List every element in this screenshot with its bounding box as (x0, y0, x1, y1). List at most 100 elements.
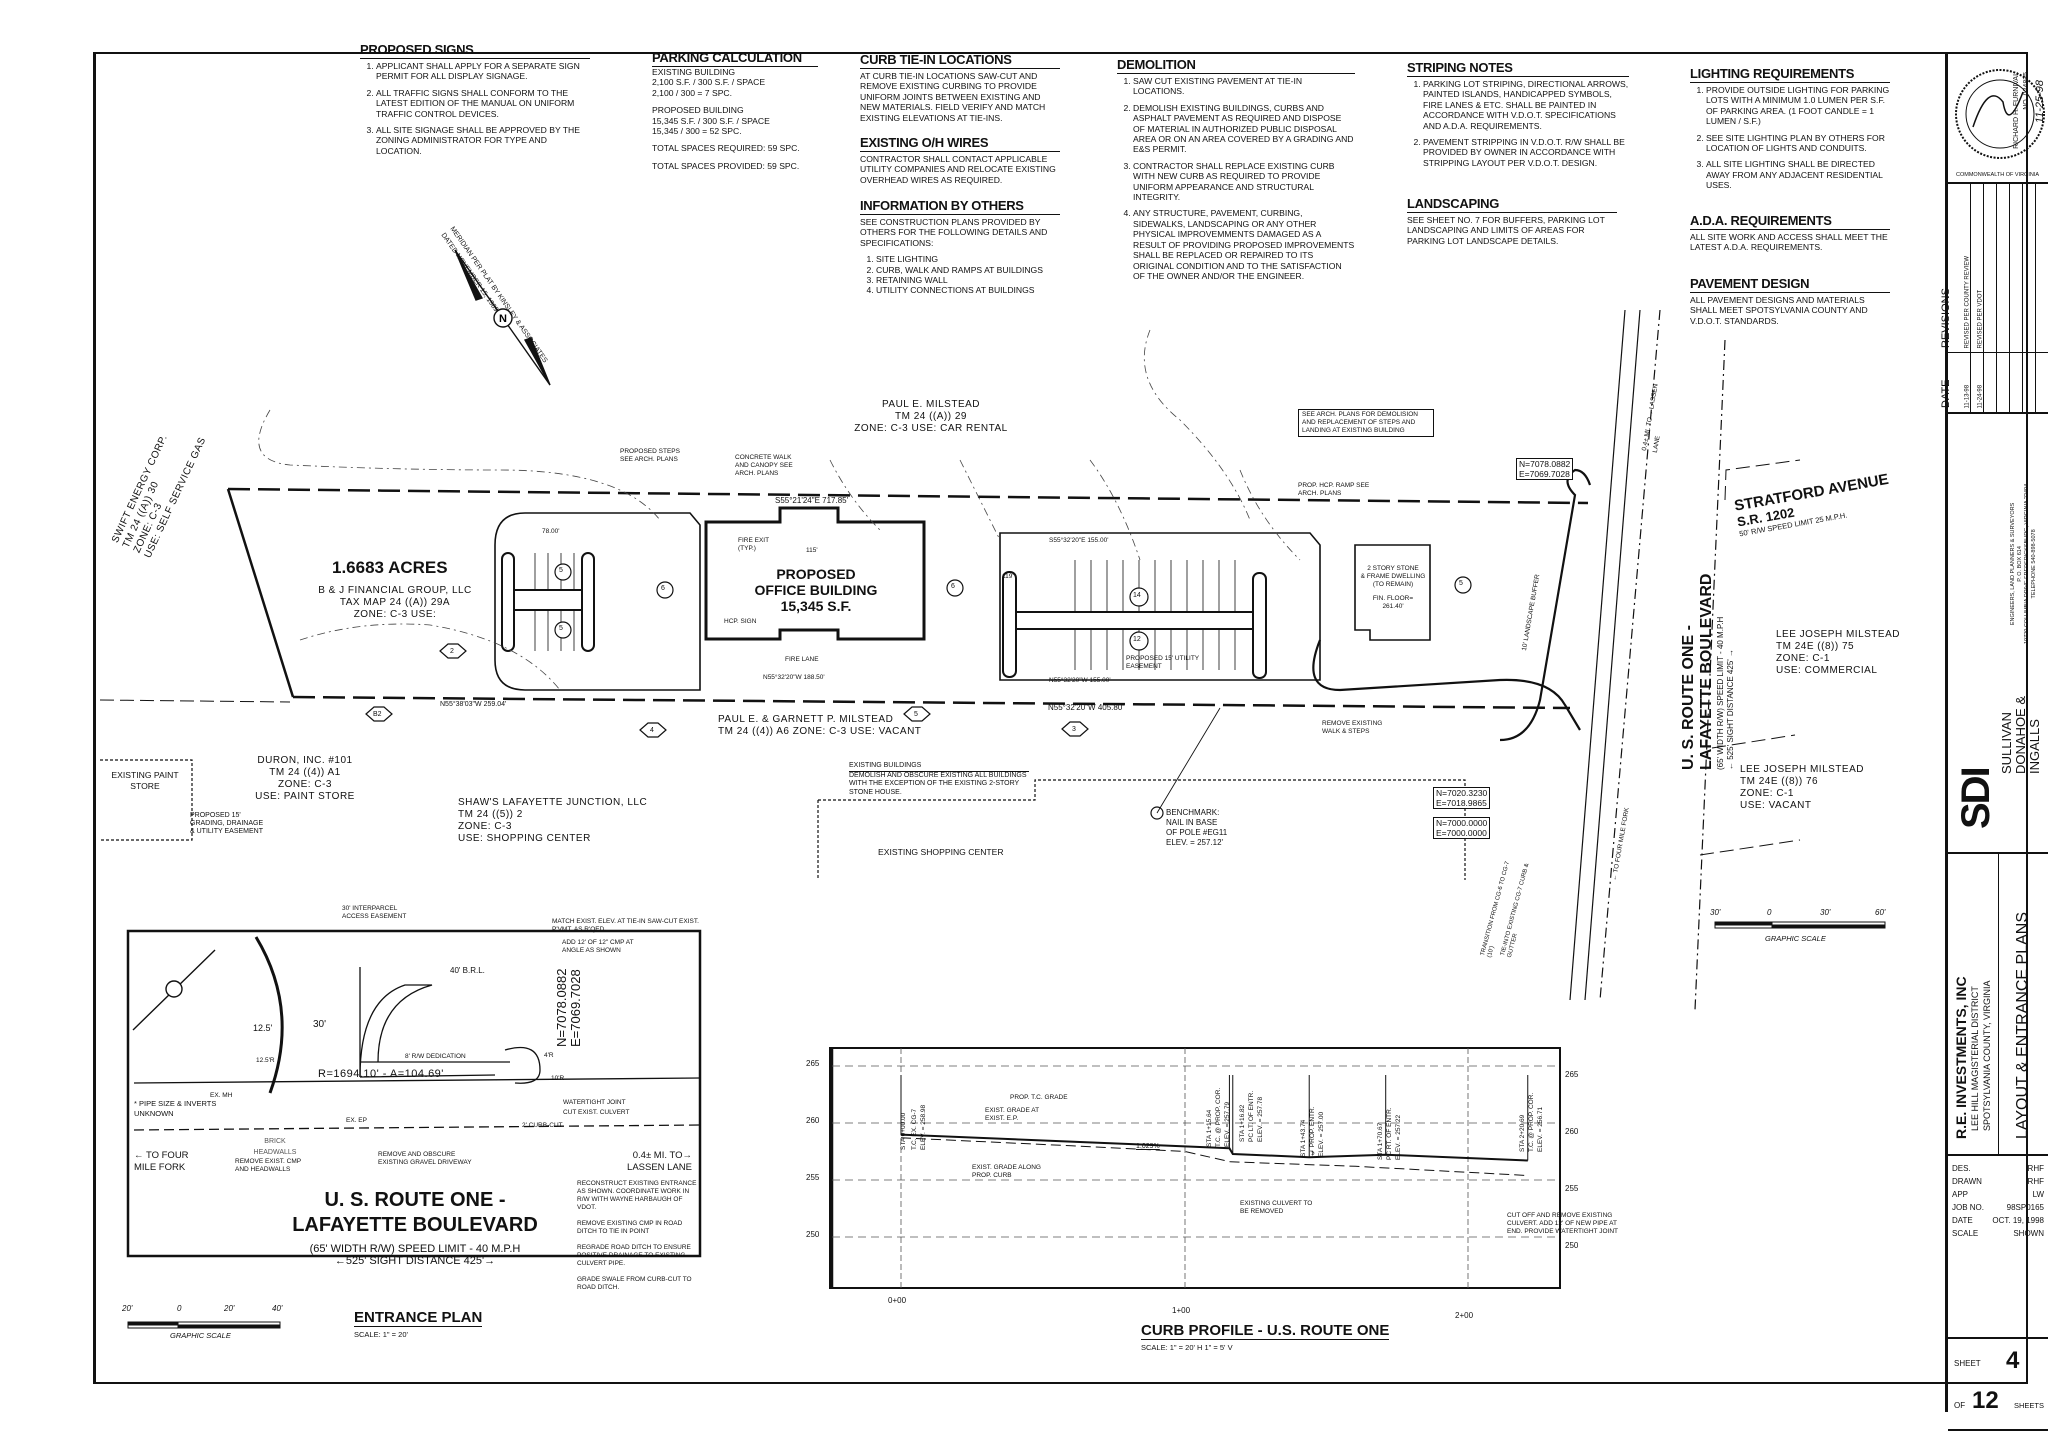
notes-curb-tie-in: CURB TIE-IN LOCATIONS AT CURB TIE-IN LOC… (860, 52, 1060, 123)
notes-proposed-signs: PROPOSED SIGNS APPLICANT SHALL APPLY FOR… (360, 42, 590, 162)
entrance-side-notes: RECONSTRUCT EXISTING ENTRANCE AS SHOWN. … (577, 1180, 697, 1292)
sheet-border (93, 52, 2028, 1384)
revision-row: 11-13-98 REVISED PER COUNTY REVIEW (1965, 184, 1984, 412)
label-line: OFFICE BUILDING (754, 582, 878, 598)
firm-info-line: TELEPHONE 540-898-5078 (2031, 529, 2037, 599)
note-item: RETAINING WALL (876, 275, 1060, 285)
scale-tick: 30' (1710, 908, 1721, 917)
station-label: Sta 1+16.82 (1239, 1072, 1247, 1142)
parcel-line: ZONE: C-3 (458, 821, 512, 832)
parcel-line: USE: COMMERCIAL (1776, 665, 1878, 676)
station-label: PC LT. OF ENTR. (1248, 1072, 1256, 1142)
notes-existing-oh-wires: EXISTING O/H WIRES CONTRACTOR SHALL CONT… (860, 135, 1060, 185)
profile-y-tick: 255 (806, 1173, 820, 1182)
firm-name-line: SULLIVAN (1999, 712, 2014, 774)
remove-gravel-label: REMOVE AND OBSCURE EXISTING GRAVEL DRIVE… (378, 1151, 472, 1166)
firm-block: SDI SULLIVAN DONAHOE & INGALLS ENGINEERS… (1948, 414, 2048, 854)
firm-info-line: ENGINEERS, LAND PLANNERS & SURVEYORS (2010, 502, 2016, 626)
note-line: BENCHMARK: (1166, 808, 1220, 817)
station-label: Sta 2+20.69 (1519, 1082, 1527, 1152)
note-line: & UTILITY EASEMENT (190, 828, 263, 835)
note-item: SAW CUT EXISTING PAVEMENT AT TIE-IN LOCA… (1133, 76, 1355, 97)
parking-proposed-result: 15,345 / 300 = 52 SPC. (652, 126, 742, 137)
parcel-line: B & J FINANCIAL GROUP, LLC (318, 585, 472, 596)
scale-tick: 30' (1820, 908, 1831, 917)
note-item: ALL SITE LIGHTING SHALL BE DIRECTED AWAY… (1706, 159, 1890, 190)
parcel-line: ZONE: C-1 (1776, 653, 1830, 664)
firm-logo: SDI (1954, 768, 1998, 829)
match-exist-label: MATCH EXIST. ELEV. AT TIE-IN SAW-CUT EXI… (552, 918, 699, 933)
station-elev: ELEV. = 257.79 (1224, 1101, 1231, 1147)
revisions-header-col: DATE REVISIONS (1940, 184, 1971, 412)
firm-info-line: 10720 COLUMBIA DRIVE FREDERICKSBURG, VIR… (2024, 483, 2030, 644)
title-block: RICHARD H. FURNIVAL No. 024835 11-25-98 … (1940, 52, 2048, 1431)
existing-dwelling-label: 2 STORY STONE & FRAME DWELLING (TO REMAI… (1358, 565, 1428, 611)
station-elev: ELEV. = 257.22 (1395, 1114, 1402, 1160)
parking-proposed-label: PROPOSED BUILDING (652, 105, 744, 116)
revision-row-empty (2036, 184, 2048, 412)
note-text: AT CURB TIE-IN LOCATIONS SAW-CUT AND REM… (860, 71, 1046, 123)
note-text: ALL PAVEMENT DESIGNS AND MATERIALS SHALL… (1690, 295, 1868, 326)
station-label: ELEV. = 257.79 (1224, 1072, 1232, 1147)
concrete-walk-label: CONCRETE WALK AND CANOPY SEE ARCH. PLANS (735, 454, 793, 477)
station-id: Sta 1+15.64 (1206, 1109, 1213, 1147)
notes-title: PROPOSED SIGNS (360, 42, 590, 59)
entrance-plan-scale: SCALE: 1" = 20' (354, 1330, 408, 1339)
station-label: Sta 1+43.74 (1300, 1087, 1308, 1157)
curb-profile-title: CURB PROFILE - U.S. ROUTE ONE (1141, 1322, 1390, 1340)
parcel-line: LEE JOSEPH MILSTEAD (1740, 764, 1864, 775)
note-item: APPLICANT SHALL APPLY FOR A SEPARATE SIG… (376, 61, 590, 82)
job-info-row: JOB NO.98SP0165 (1952, 1203, 2044, 1212)
station-label: ELEV. = 257.00 (1318, 1087, 1326, 1157)
four-mile-fork-label: ← TO FOUR MILE FORK (134, 1150, 189, 1173)
notes-ada: A.D.A. REQUIREMENTS ALL SITE WORK AND AC… (1690, 213, 1890, 253)
parcel-line: ZONE: C-1 (1740, 788, 1794, 799)
arch-plans-note: SEE ARCH. PLANS FOR DEMOLISION AND REPLA… (1298, 409, 1434, 437)
profile-y-tick-right: 250 (1565, 1241, 1579, 1250)
station-desc: PC LT. OF ENTR. (1248, 1090, 1255, 1142)
parking-count: 6 (951, 583, 955, 590)
remove-walk-label: REMOVE EXISTING WALK & STEPS (1322, 720, 1383, 735)
client-county: SPOTSYLVANIA COUNTY, VIRGINIA (1982, 980, 1992, 1131)
bearing-top: S55°21'24"E 717.85' (775, 496, 849, 505)
profile-annotation: CUT OFF AND REMOVE EXISTING CULVERT. ADD… (1507, 1212, 1618, 1235)
firm-name: SULLIVAN DONAHOE & INGALLS (1999, 696, 2042, 774)
note-text: SEE SHEET NO. 7 FOR BUFFERS, PARKING LOT… (1407, 215, 1605, 246)
notes-pavement: PAVEMENT DESIGN ALL PAVEMENT DESIGNS AND… (1690, 276, 1890, 326)
firm-info-line: P. O. BOX 614 (2017, 546, 2023, 582)
add-cmp-label: ADD 12' OF 12" CMP AT ANGLE AS SHOWN (562, 939, 634, 954)
station-id: Sta 2+20.69 (1519, 1114, 1526, 1152)
seal-number: No. 024835 (2023, 72, 2030, 110)
revisions-columns: DATE REVISIONS 11-13-98 REVISED PER COUN… (1940, 184, 2048, 412)
label-line: 261.40' (1382, 603, 1404, 610)
station-label: PC RT. OF ENTR. (1386, 1090, 1394, 1160)
hcp-sign-label: HCP. SIGN (724, 618, 757, 625)
existing-shopping-center-label: EXISTING SHOPPING CENTER (878, 847, 1004, 857)
parcel-line: ZONE: C-3 USE: CAR RENTAL (854, 423, 1008, 434)
coordinate-box-3: N=7000.0000 E=7000.0000 (1433, 817, 1491, 839)
station-desc: PC RT. OF ENTR. (1386, 1107, 1393, 1160)
revision-row-empty (1997, 184, 2010, 412)
project-block: R.E. INVESTMENTS, INC LEE HILL MAGISTERI… (1948, 854, 2048, 1156)
profile-y-tick: 260 (806, 1116, 820, 1125)
scale-tick: 60' (1875, 908, 1886, 917)
label-line: PROPOSED (776, 566, 856, 582)
sheet-title: LAYOUT & ENTRANCE PLANS (2014, 911, 2031, 1139)
parcel-line: TM 24 ((A)) 29 (894, 411, 967, 422)
note-item: UTILITY CONNECTIONS AT BUILDINGS (876, 285, 1060, 295)
ex-mh-label: EX. MH (210, 1092, 233, 1099)
road-info: (65' WIDTH R/W) SPEED LIMIT - 40 M.P.H (309, 1243, 521, 1255)
parcel-line: USE: PAINT STORE (255, 791, 355, 802)
note-text: ALL SITE WORK AND ACCESS SHALL MEET THE … (1690, 232, 1888, 253)
fire-exit-label: FIRE EXIT (TYP.) (738, 537, 769, 552)
notes-title: CURB TIE-IN LOCATIONS (860, 52, 1060, 69)
note-line: PROPOSED 15' (190, 812, 241, 819)
revision-row-empty (2010, 184, 2023, 412)
station-elev: ELEV. = 257.78 (1257, 1096, 1264, 1142)
notes-title: LANDSCAPING (1407, 196, 1617, 213)
parcel-line: TM 24 ((4)) A1 (269, 767, 341, 778)
seal-name: RICHARD H. FURNIVAL (2013, 72, 2020, 149)
parcel-line: TAX MAP 24 ((A)) 29A (339, 597, 451, 608)
